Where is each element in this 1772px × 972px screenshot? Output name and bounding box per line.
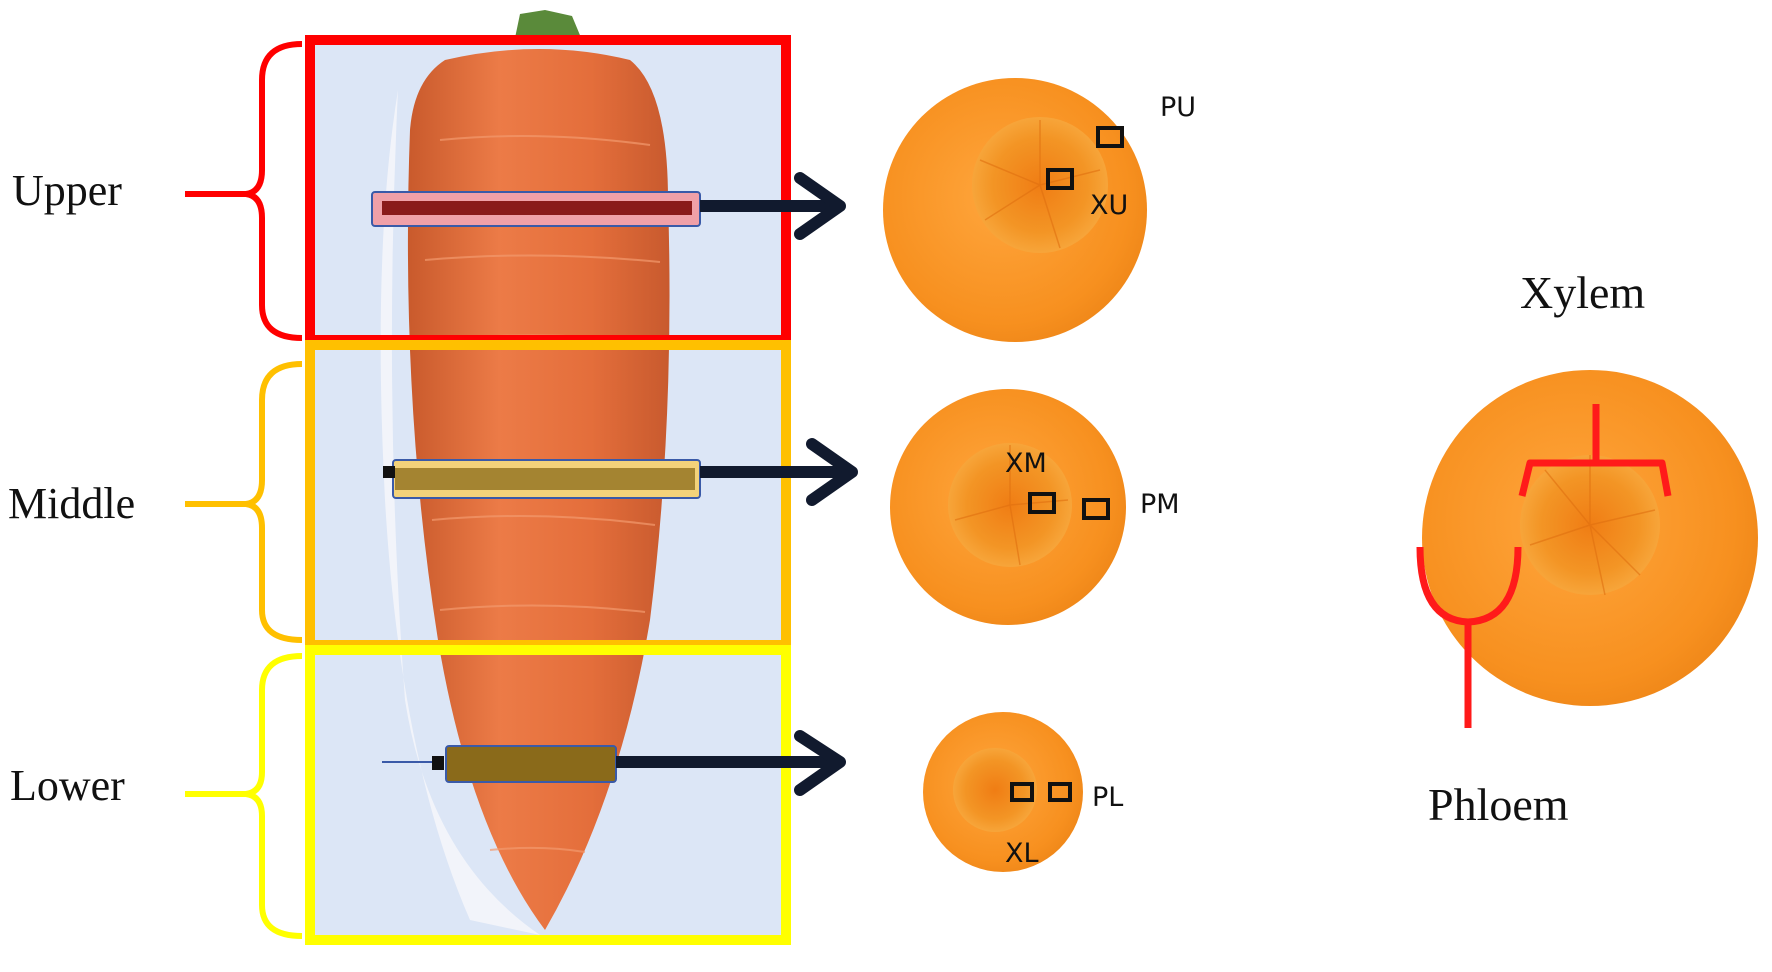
phloem-bracket [1416, 546, 1522, 728]
lower-section-brace [185, 653, 303, 939]
middle-section-brace [185, 361, 303, 643]
middle-arrow [700, 438, 858, 506]
upper-cross-section [883, 78, 1147, 342]
upper-xylem-sample-box [1046, 168, 1074, 190]
middle-cross-section [890, 389, 1126, 625]
upper-sampling-marker [371, 191, 701, 227]
lower-section-label: Lower [10, 761, 125, 810]
phloem-label: Phloem [1428, 779, 1569, 830]
lower-arrow [616, 730, 846, 796]
upper-phloem-code: PU [1160, 92, 1196, 123]
lower-phloem-sample-box [1048, 782, 1072, 802]
carrot-leaf-stub [515, 10, 582, 40]
lower-cross-section [923, 712, 1083, 872]
upper-phloem-sample-box [1096, 126, 1124, 148]
lower-xylem-sample-box [1010, 782, 1034, 802]
tissue-cross-section [1422, 370, 1758, 706]
upper-section-label: Upper [12, 166, 122, 215]
middle-xylem-code: XM [1005, 448, 1047, 479]
lower-phloem-code: PL [1092, 782, 1123, 813]
upper-arrow [700, 172, 846, 240]
middle-section-label: Middle [8, 479, 135, 528]
upper-xylem-code: XU [1090, 190, 1128, 221]
middle-phloem-code: PM [1140, 489, 1180, 520]
lower-section-frame [305, 645, 791, 945]
middle-xylem-sample-box [1028, 492, 1056, 514]
lower-xylem-code: XL [1005, 838, 1039, 869]
xylem-label: Xylem [1520, 267, 1645, 318]
upper-section-brace [185, 41, 303, 341]
middle-sampling-marker [383, 459, 701, 499]
middle-phloem-sample-box [1082, 498, 1110, 520]
xylem-bracket [1518, 404, 1672, 497]
